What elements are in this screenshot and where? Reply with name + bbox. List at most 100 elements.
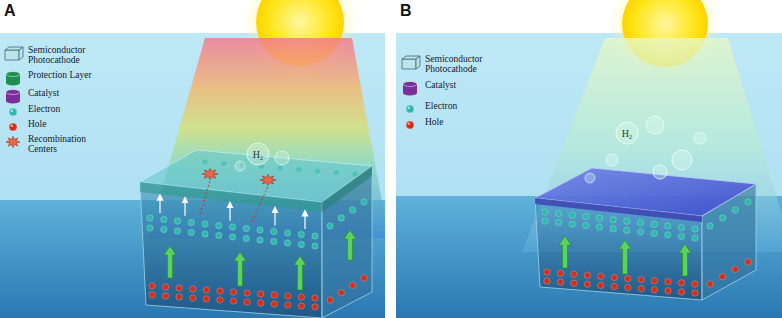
hole-dot xyxy=(338,290,344,296)
hole-dot xyxy=(298,303,304,309)
legend-text: Recombination Centers xyxy=(28,134,100,154)
hole-dot xyxy=(176,285,182,291)
hole-dot xyxy=(557,279,563,285)
carrier-flow-arrow xyxy=(234,252,246,286)
electron-dot xyxy=(542,218,548,224)
carrier-flow-arrow xyxy=(164,246,176,278)
gas-bubble xyxy=(247,143,269,165)
legend-swatch xyxy=(406,121,414,129)
electron-dot xyxy=(202,221,208,227)
electron-dot xyxy=(350,207,356,213)
legend-icon xyxy=(3,119,25,135)
hole-dot xyxy=(638,276,644,282)
legend-entry: Catalyst xyxy=(3,88,100,104)
electron-dot xyxy=(610,226,616,232)
electron-dot xyxy=(665,232,671,238)
hole-dot xyxy=(149,283,155,289)
electron-dot xyxy=(271,228,277,234)
hole-dot xyxy=(611,274,617,280)
prism-front-face xyxy=(535,198,702,300)
legend-icon xyxy=(400,80,422,96)
swatch-face xyxy=(402,59,416,69)
electron-dot xyxy=(298,231,304,237)
swatch-star xyxy=(6,136,20,147)
electron-dot xyxy=(243,225,249,231)
electron-dot xyxy=(596,215,602,221)
gas-bubble xyxy=(606,154,618,166)
electron-transfer-arrow xyxy=(229,205,230,221)
hole-dot xyxy=(327,297,333,303)
legend-icon xyxy=(400,117,422,133)
electron-dot xyxy=(555,210,561,216)
electron-dot xyxy=(315,168,320,173)
hole-dot xyxy=(258,300,264,306)
hole-dot xyxy=(312,304,318,310)
legend-swatch xyxy=(403,82,417,96)
hole-dot xyxy=(611,283,617,289)
protection-layer-edge xyxy=(140,182,322,212)
hole-dot xyxy=(544,278,550,284)
legend-entry: Semiconductor Photocathode xyxy=(3,45,100,65)
electron-dot xyxy=(257,237,263,243)
carrier-flow-arrow xyxy=(619,240,631,274)
legend-text: Semiconductor Photocathode xyxy=(28,45,100,65)
electron-dot xyxy=(583,222,589,228)
hole-dot xyxy=(217,297,223,303)
electron-dot xyxy=(596,224,602,230)
catalyst-layer-top xyxy=(535,168,756,216)
legend-icon xyxy=(3,134,25,150)
legend-icon xyxy=(3,70,25,86)
hole-dot xyxy=(732,266,738,272)
legend-icon xyxy=(3,88,25,104)
swatch-dot xyxy=(9,123,17,131)
legend-text: Electron xyxy=(28,104,100,114)
electron-transfer-arrow xyxy=(274,210,275,226)
hole-dot xyxy=(665,288,671,294)
electron-dot xyxy=(732,207,738,213)
legend-text: Protection Layer xyxy=(28,70,100,80)
legend-icon xyxy=(400,101,422,117)
gas-bubble xyxy=(275,151,289,165)
legend-text: Semiconductor Photocathode xyxy=(425,54,497,74)
hole-dot xyxy=(244,290,250,296)
hole-dot xyxy=(692,281,698,287)
electron-dot xyxy=(624,218,630,224)
electron-dot xyxy=(147,215,153,221)
recombination-center xyxy=(260,174,276,185)
hole-dot xyxy=(190,286,196,292)
legend-swatch xyxy=(9,108,17,116)
legend-icon xyxy=(3,45,25,61)
legend-swatch xyxy=(5,47,23,60)
electron-dot xyxy=(651,221,657,227)
hole-dot xyxy=(598,273,604,279)
hole-dot xyxy=(271,301,277,307)
hole-dot xyxy=(571,271,577,277)
hole-dot xyxy=(678,289,684,295)
legend-swatch xyxy=(6,72,20,86)
electron-dot xyxy=(624,227,630,233)
hole-dot xyxy=(203,287,209,293)
electron-dot xyxy=(692,235,698,241)
swatch-top xyxy=(6,72,20,77)
hole-dot xyxy=(707,281,713,287)
hole-dot xyxy=(692,290,698,296)
hole-dot xyxy=(298,294,304,300)
electron-dot xyxy=(720,215,726,221)
hole-dot xyxy=(230,298,236,304)
legend-icon xyxy=(400,54,422,70)
hole-dot xyxy=(665,279,671,285)
swatch-highlight xyxy=(408,123,411,126)
legend-icon xyxy=(3,104,25,120)
electron-dot xyxy=(569,221,575,227)
photocathode-prism xyxy=(140,150,372,318)
electron-dot xyxy=(338,215,344,221)
hole-dot xyxy=(285,302,291,308)
hole-dot xyxy=(625,284,631,290)
prism-front-face xyxy=(140,182,322,318)
carrier-flow-arrow xyxy=(294,256,306,290)
legend-text: Hole xyxy=(28,119,100,129)
panel-letter: A xyxy=(4,2,16,20)
swatch-top xyxy=(6,90,20,95)
swatch-dot xyxy=(406,121,414,129)
